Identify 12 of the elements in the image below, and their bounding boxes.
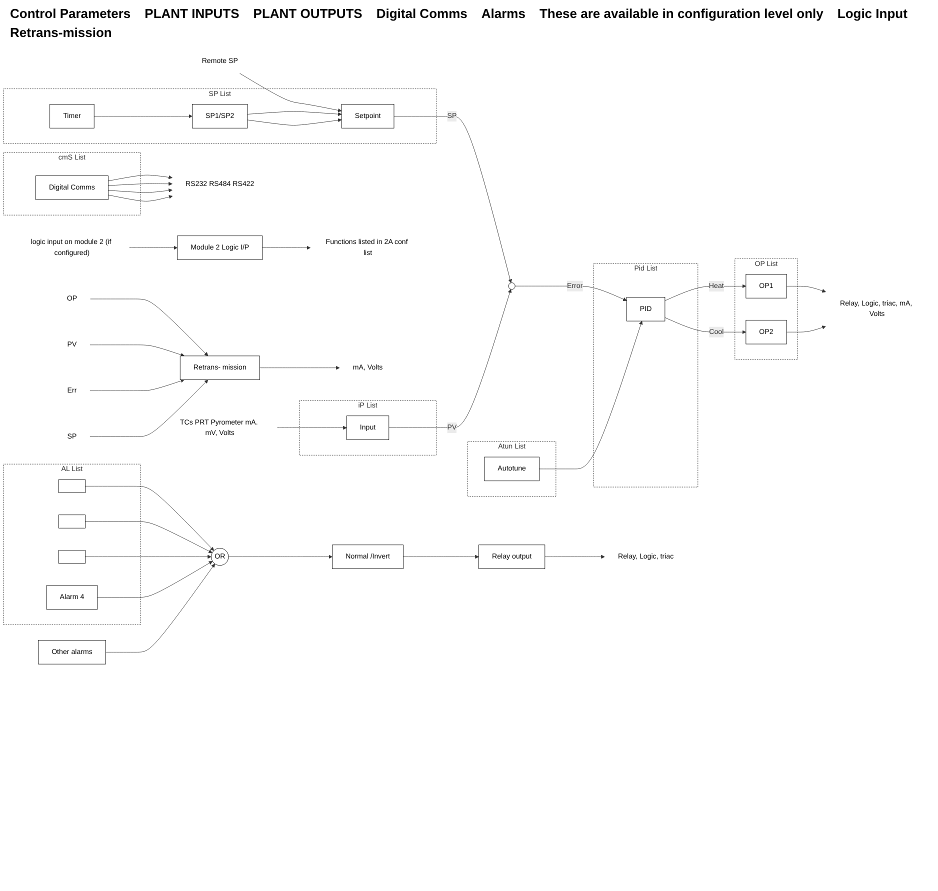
node-circle <box>508 282 516 290</box>
section-heading: Alarms <box>481 6 526 21</box>
section-heading: PLANT OUTPUTS <box>253 6 362 21</box>
node-box <box>58 550 86 564</box>
section-heading: Digital Comms <box>376 6 468 21</box>
section-heading: Retrans-mission <box>10 25 112 40</box>
section-heading: Logic Input <box>837 6 908 21</box>
section-heading: PLANT INPUTS <box>144 6 240 21</box>
node-box <box>58 514 86 528</box>
section-heading: Control Parameters <box>10 6 131 21</box>
section-heading: These are available in configuration level only <box>539 6 824 21</box>
node-box <box>58 479 86 494</box>
